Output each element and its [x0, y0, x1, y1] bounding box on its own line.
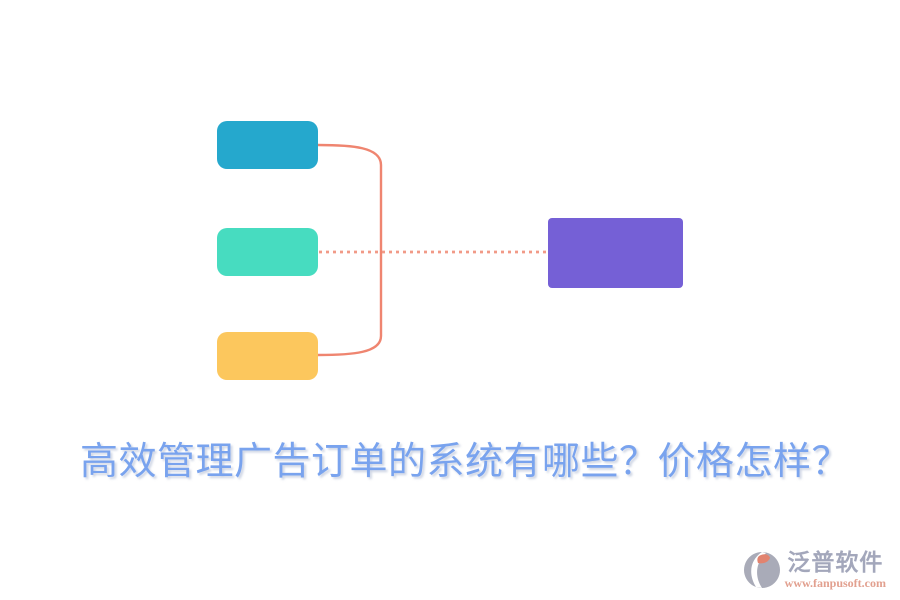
logo-text-column: 泛普软件 www.fanpusoft.com — [785, 550, 886, 590]
node-top — [217, 121, 318, 169]
node-right — [548, 218, 683, 288]
page-title: 高效管理广告订单的系统有哪些？价格怎样？ — [79, 441, 850, 483]
footer-logo: 泛普软件 www.fanpusoft.com — [742, 550, 886, 590]
brand-name: 泛普软件 — [787, 550, 884, 575]
fanpu-logo-icon — [743, 552, 780, 588]
brand-url: www.fanpusoft.com — [784, 576, 886, 590]
bracket-connector — [316, 143, 383, 357]
node-bottom — [217, 332, 318, 380]
node-middle — [217, 228, 318, 276]
